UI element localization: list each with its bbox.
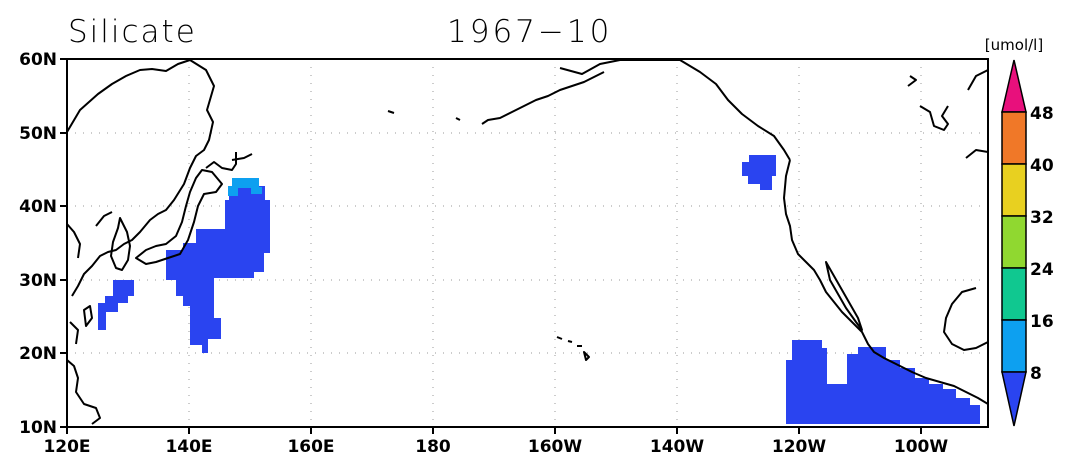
x-tick-label: 140E [165, 437, 212, 457]
colorbar-level-label: 16 [1030, 312, 1054, 332]
colorbar-unit-label: [umol/l] [985, 36, 1043, 54]
x-tick-label: 160W [528, 437, 582, 457]
coast-aleutians [387, 71, 605, 125]
y-axis [60, 58, 67, 428]
data-region-oregon [742, 155, 776, 190]
colorbar-segment [1001, 111, 1027, 165]
y-tick-label: 60N [19, 50, 57, 70]
coast-north-america [783, 159, 988, 405]
colorbar-level-label: 48 [1030, 104, 1054, 124]
colorbar: [umol/l] 8 16 24 32 40 48 [985, 36, 1054, 427]
plot-frame [66, 58, 989, 428]
colorbar-segment [1001, 163, 1027, 217]
coast-hawaii [556, 336, 590, 361]
x-tick-label: 100W [894, 437, 948, 457]
y-tick-label: 10N [19, 418, 57, 438]
x-tick-label: 140W [650, 437, 704, 457]
colorbar-level-label: 8 [1030, 364, 1042, 384]
data-region-taiwan [98, 280, 134, 330]
coast-baja [825, 261, 863, 331]
y-tick-label: 50N [19, 124, 57, 144]
date-title: 1967−10 [447, 14, 613, 50]
colorbar-bottom-arrow [1001, 371, 1027, 427]
variable-title: Silicate [68, 14, 197, 50]
data-region-east-japan [166, 186, 270, 353]
colorbar-level-label: 24 [1030, 260, 1054, 280]
colorbar-segment [1001, 319, 1027, 373]
x-tick-label: 180 [415, 437, 451, 457]
coast-japan [135, 169, 223, 265]
coastlines [67, 59, 988, 425]
coast-alaska [559, 59, 791, 161]
colorbar-top-arrow [1001, 59, 1027, 113]
colorbar-segment [1001, 215, 1027, 269]
data-region-mexico [786, 340, 980, 424]
colorbar-segment [1001, 267, 1027, 321]
coast-korea [110, 217, 131, 271]
y-tick-label: 30N [19, 271, 57, 291]
y-tick-label: 40N [19, 197, 57, 217]
colorbar-level-label: 32 [1030, 208, 1054, 228]
y-tick-label: 20N [19, 344, 57, 364]
x-tick-label: 160E [287, 437, 334, 457]
colorbar-level-label: 40 [1030, 156, 1054, 176]
x-tick-label: 120E [43, 437, 90, 457]
x-tick-label: 120W [772, 437, 826, 457]
data-region-north-japan [228, 178, 262, 196]
x-axis [66, 427, 922, 434]
